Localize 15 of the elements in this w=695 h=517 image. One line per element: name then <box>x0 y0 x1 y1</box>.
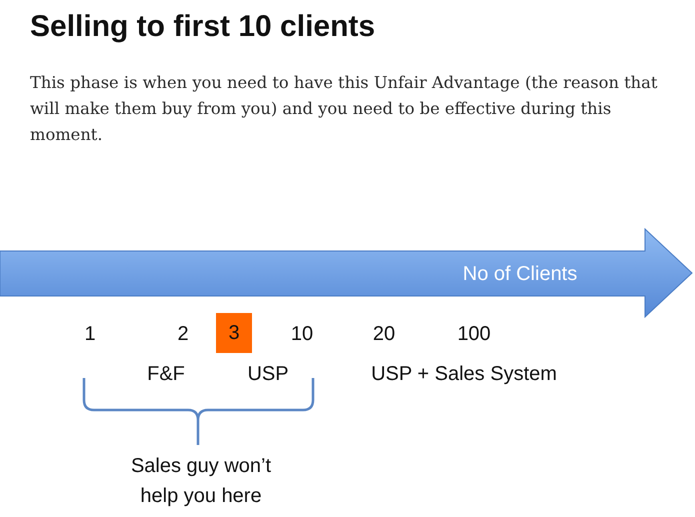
scale-number: 1 <box>84 322 96 346</box>
phase-label: F&F <box>147 362 185 386</box>
scale-number: 100 <box>457 322 491 346</box>
scale-number: 10 <box>290 322 314 346</box>
page-title: Selling to first 10 clients <box>30 9 376 45</box>
timeline-arrow <box>0 228 694 319</box>
scale-number: 2 <box>177 322 189 346</box>
scale-number: 3 <box>228 321 240 345</box>
scale-number: 20 <box>372 322 396 346</box>
body-paragraph: This phase is when you need to have this Unfair Advantage (the reason that will make them buy from you) and you need to be effective during this moment. <box>30 72 658 146</box>
note-text: Sales guy won’t help you here <box>130 454 272 509</box>
arrow-label: No of Clients <box>462 262 578 286</box>
phase-label: USP + Sales System <box>371 362 557 386</box>
phase-label: USP <box>247 362 289 386</box>
highlight-box <box>216 313 252 353</box>
